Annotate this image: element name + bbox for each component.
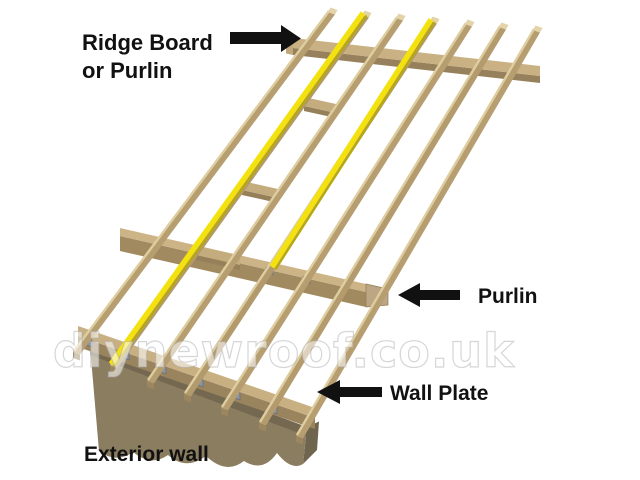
- ridge-purlin-highlight: [108, 11, 368, 368]
- arrow-right-icon: [230, 25, 301, 52]
- purlin-highlight: [269, 18, 436, 271]
- noggin-front: [242, 190, 278, 203]
- rafter: [258, 22, 509, 432]
- label-ridge-board-line1: Ridge Board: [82, 30, 213, 55]
- arrow-left-icon-wall-plate: [317, 380, 382, 404]
- rafter: [147, 13, 406, 390]
- label-purlin: Purlin: [478, 285, 538, 308]
- rafter: [295, 25, 543, 445]
- label-exterior-wall: Exterior wall: [84, 443, 209, 466]
- noggin-front: [304, 106, 336, 118]
- noggin-top: [304, 97, 336, 113]
- arrow-left-icon-purlin: [398, 283, 460, 307]
- exterior-wall-side-face: [303, 421, 319, 464]
- label-ridge-board-line2: or Purlin: [82, 58, 172, 83]
- exterior-wall-front-face: [90, 346, 307, 467]
- noggin-top: [242, 181, 278, 198]
- wall-plate-top-face: [78, 326, 315, 418]
- label-ridge-board-or-purlin: Ridge Board or Purlin: [82, 30, 213, 83]
- watermark: diynewroof.co.uk: [53, 324, 515, 378]
- rafter: [220, 19, 475, 417]
- rafter: [73, 7, 338, 361]
- label-wall-plate: Wall Plate: [390, 382, 488, 405]
- noggins: [196, 97, 336, 270]
